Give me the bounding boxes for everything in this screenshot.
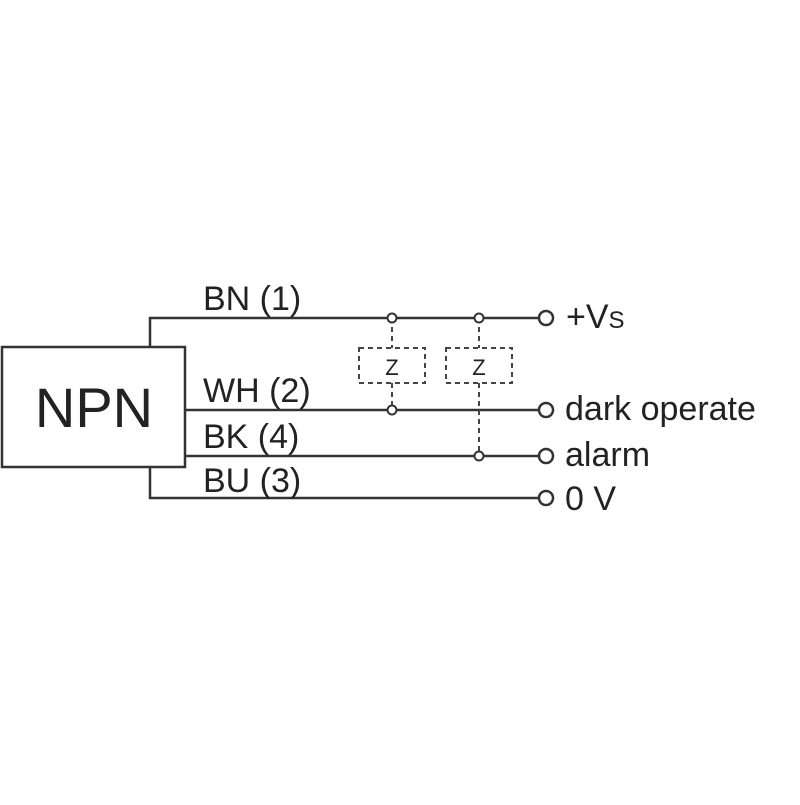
terminal-vs-label: +VS [566,298,625,336]
load-2-node-top [473,312,485,324]
sensor-label: NPN [35,376,153,439]
terminal-vs [537,309,555,327]
load-1-node-bottom [386,404,398,416]
terminal-dark-operate [537,401,555,419]
terminal-alarm [537,447,555,465]
terminal-0v-label: 0 V [565,480,616,518]
terminal-0v [537,489,555,507]
load-2-label: Z [472,355,485,380]
load-1-box [358,347,426,384]
wire-bu [148,467,539,500]
load-2-box [445,347,513,384]
load-1-label: Z [385,355,398,380]
wire-wh-label: WH (2) [203,372,311,410]
wire-bu-label: BU (3) [203,462,301,500]
terminal-dark-operate-label: dark operate [565,390,756,428]
load-1-node-top [386,312,398,324]
sensor-box [0,345,187,469]
wire-bn [148,316,539,347]
wire-bn-label: BN (1) [203,280,301,318]
terminal-alarm-label: alarm [565,436,650,474]
terminal-vs-subscript: S [609,307,625,334]
terminal-vs-main: +V [566,298,609,336]
load-2-node-bottom [473,450,485,462]
wire-bk-label: BK (4) [203,418,299,456]
